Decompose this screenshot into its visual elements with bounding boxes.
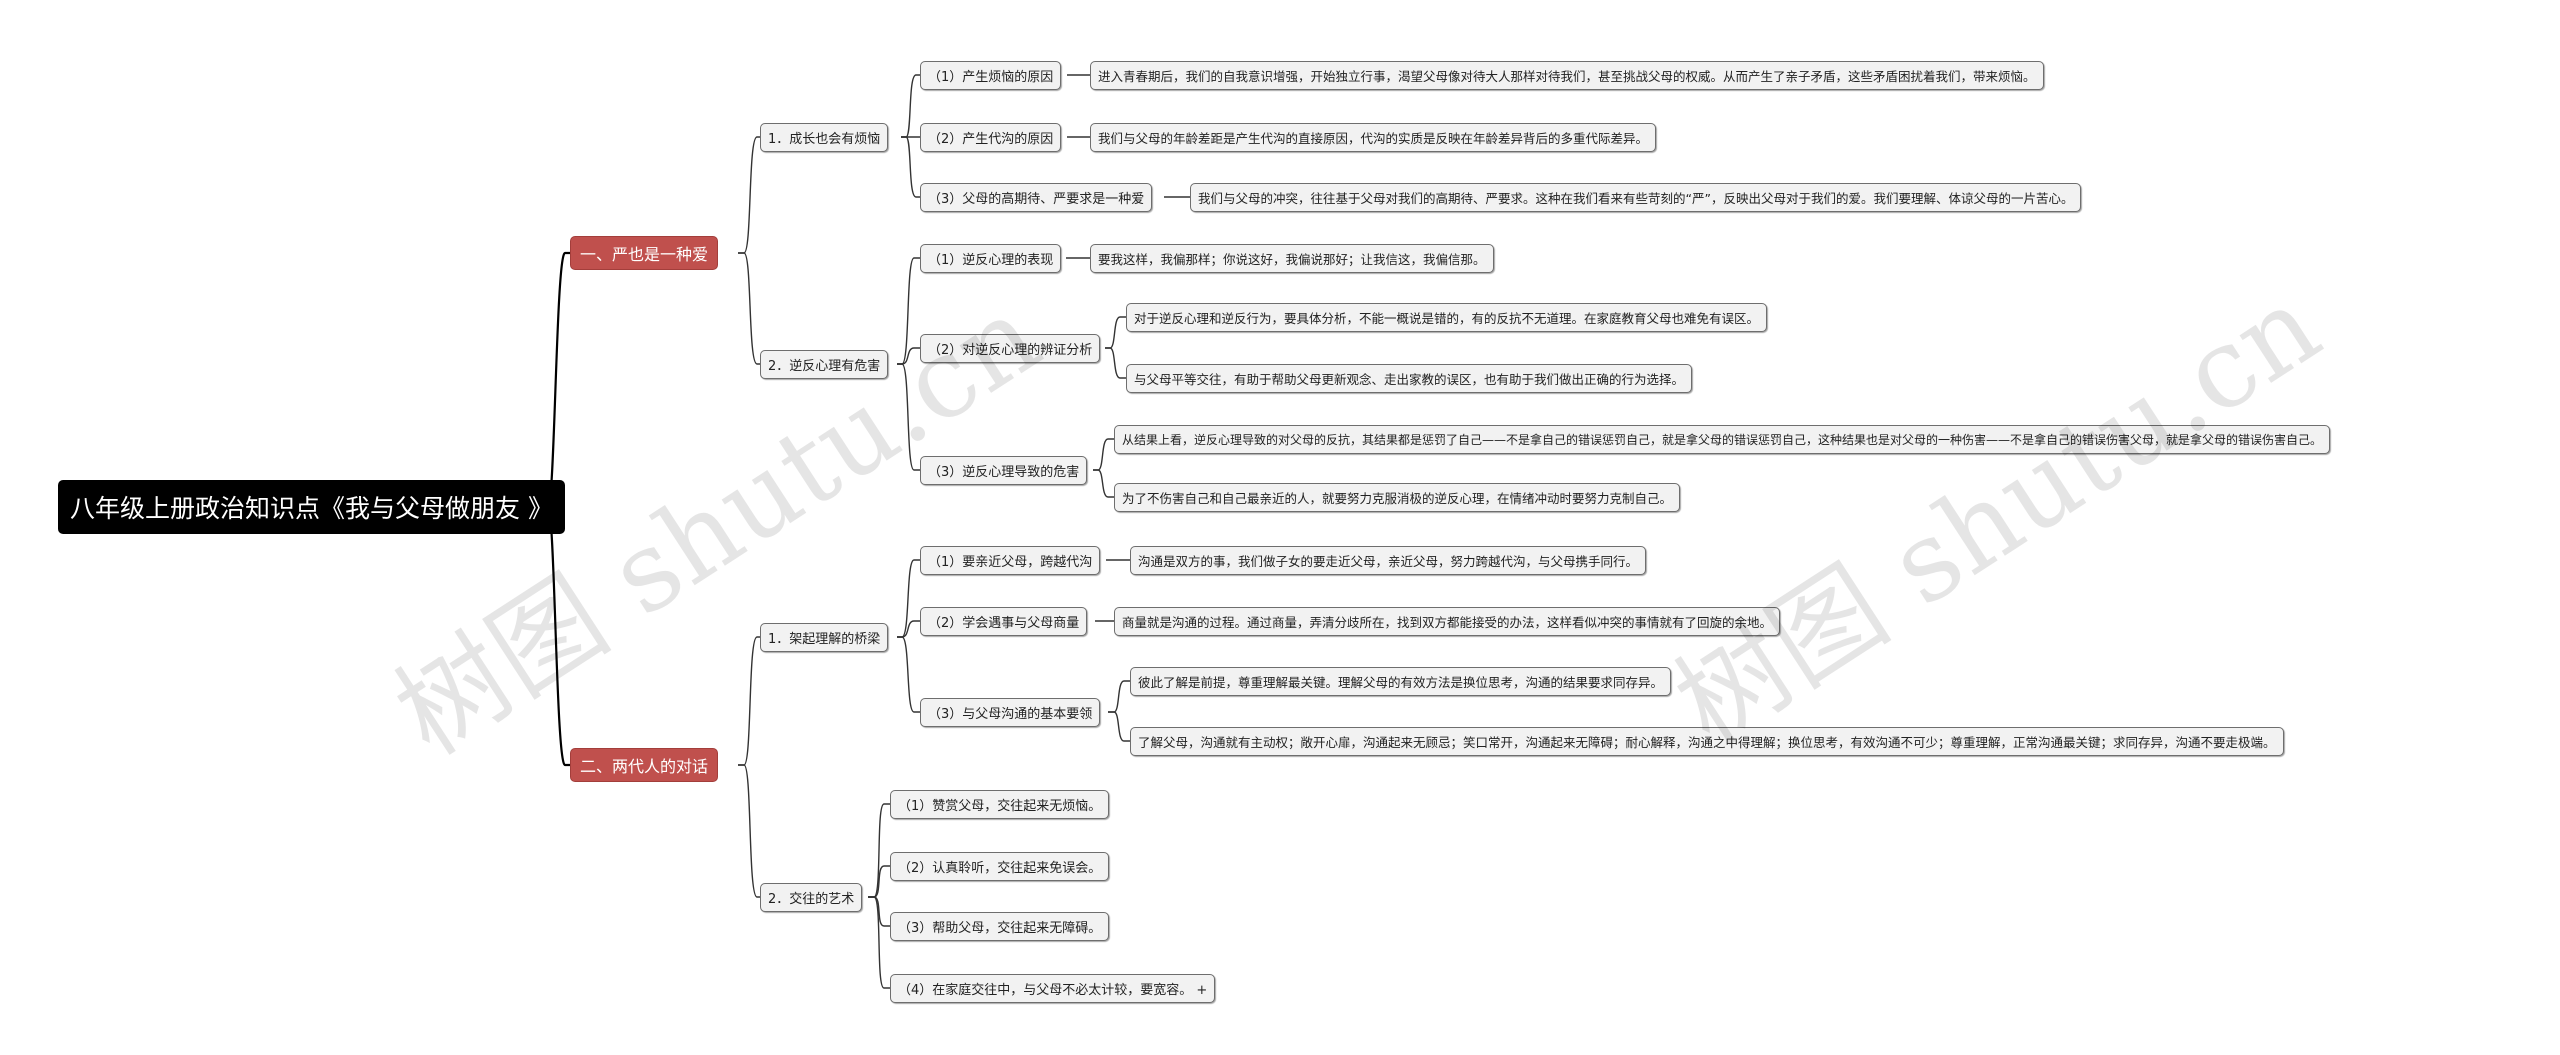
s1-g2-item-1[interactable]: （1）逆反心理的表现 — [920, 244, 1062, 273]
root-topic-label: 八年级上册政治知识点《我与父母做朋友 》 — [70, 494, 553, 523]
s1-g2-item-3-text-2-label: 为了不伤害自己和自己最亲近的人，就要努力克服消极的逆反心理，在情绪冲动时要努力克… — [1122, 491, 1673, 506]
s2-group-2[interactable]: 2．交往的艺术 — [760, 883, 863, 912]
s1-g2-item-2-text-1[interactable]: 对于逆反心理和逆反行为，要具体分析，不能一概说是错的，有的反抗不无道理。在家庭教… — [1126, 303, 1768, 332]
s1-g2-item-1-label: （1）逆反心理的表现 — [928, 253, 1054, 268]
s2-g1-item-2-label: （2）学会遇事与父母商量 — [928, 616, 1080, 631]
s2-g1-item-2-text-label: 商量就是沟通的过程。通过商量，弄清分歧所在，找到双方都能接受的办法，这样看似冲突… — [1122, 615, 1773, 630]
s1-g2-item-3-text-1-label: 从结果上看，逆反心理导致的对父母的反抗，其结果都是惩罚了自己——不是拿自己的错误… — [1122, 433, 2323, 447]
s2-g1-item-3[interactable]: （3）与父母沟通的基本要领 — [920, 698, 1101, 727]
s2-group-1[interactable]: 1．架起理解的桥梁 — [760, 623, 889, 652]
s1-group-1-label: 1．成长也会有烦恼 — [768, 132, 881, 147]
s1-g2-item-2-text-1-label: 对于逆反心理和逆反行为，要具体分析，不能一概说是错的，有的反抗不无道理。在家庭教… — [1134, 311, 1760, 326]
s2-g2-item-2-label: （2）认真聆听，交往起来免误会。 — [898, 861, 1102, 876]
s1-g1-item-2[interactable]: （2）产生代沟的原因 — [920, 123, 1062, 152]
s2-group-1-label: 1．架起理解的桥梁 — [768, 632, 881, 647]
root-topic[interactable]: 八年级上册政治知识点《我与父母做朋友 》 — [58, 480, 565, 534]
s2-g2-item-4-label: （4）在家庭交往中，与父母不必太计较，要宽容。 + — [898, 983, 1208, 998]
s1-g2-item-2[interactable]: （2）对逆反心理的辨证分析 — [920, 334, 1101, 363]
s1-g1-item-1-text-label: 进入青春期后，我们的自我意识增强，开始独立行事，渴望父母像对待大人那样对待我们，… — [1098, 69, 2036, 84]
connector-root-s2 — [546, 505, 570, 767]
s1-g1-item-3-text-label: 我们与父母的冲突，往往基于父母对我们的高期待、严要求。这种在我们看来有些苛刻的“… — [1198, 191, 2074, 206]
s1-g1-item-2-label: （2）产生代沟的原因 — [928, 132, 1054, 147]
s2-g1-item-1-label: （1）要亲近父母，跨越代沟 — [928, 555, 1093, 570]
s2-g1-item-3-text-1[interactable]: 彼此了解是前提，尊重理解最关键。理解父母的有效方法是换位思考，沟通的结果要求同存… — [1130, 667, 1672, 696]
s2-g1-item-3-text-2-label: 了解父母，沟通就有主动权；敞开心扉，沟通起来无顾忌；笑口常开，沟通起来无障碍；耐… — [1138, 735, 2276, 750]
s2-g1-item-3-text-2[interactable]: 了解父母，沟通就有主动权；敞开心扉，沟通起来无顾忌；笑口常开，沟通起来无障碍；耐… — [1130, 727, 2284, 756]
connector-s2-g1 — [738, 636, 760, 766]
section-2-label: 二、两代人的对话 — [580, 757, 709, 776]
s2-g1-item-3-text-1-label: 彼此了解是前提，尊重理解最关键。理解父母的有效方法是换位思考，沟通的结果要求同存… — [1138, 675, 1664, 690]
connector-s1-g1 — [738, 136, 760, 254]
s1-g2-item-1-text-label: 要我这样，我偏那样；你说这好，我偏说那好；让我信这，我偏信那。 — [1098, 252, 1486, 267]
s1-g1-item-2-text[interactable]: 我们与父母的年龄差距是产生代沟的直接原因，代沟的实质是反映在年龄差异背后的多重代… — [1090, 123, 1657, 152]
s2-group-2-label: 2．交往的艺术 — [768, 892, 855, 907]
s1-g2-item-3-text-2[interactable]: 为了不伤害自己和自己最亲近的人，就要努力克服消极的逆反心理，在情绪冲动时要努力克… — [1114, 483, 1681, 512]
s2-g2-item-1[interactable]: （1）赞赏父母，交往起来无烦恼。 — [890, 790, 1110, 819]
s1-g1-item-3-label: （3）父母的高期待、严要求是一种爱 — [928, 192, 1145, 207]
s1-group-2[interactable]: 2．逆反心理有危害 — [760, 350, 889, 379]
s2-g1-item-1[interactable]: （1）要亲近父母，跨越代沟 — [920, 546, 1101, 575]
s1-g1-item-3-text[interactable]: 我们与父母的冲突，往往基于父母对我们的高期待、严要求。这种在我们看来有些苛刻的“… — [1190, 183, 2082, 212]
s1-g2-item-2-label: （2）对逆反心理的辨证分析 — [928, 343, 1093, 358]
s1-group-1[interactable]: 1．成长也会有烦恼 — [760, 123, 889, 152]
s1-g1-item-3[interactable]: （3）父母的高期待、严要求是一种爱 — [920, 183, 1153, 212]
s1-g1-item-1-text[interactable]: 进入青春期后，我们的自我意识增强，开始独立行事，渴望父母像对待大人那样对待我们，… — [1090, 61, 2044, 90]
s1-g1-item-1-label: （1）产生烦恼的原因 — [928, 70, 1054, 85]
s1-g1-item-2-text-label: 我们与父母的年龄差距是产生代沟的直接原因，代沟的实质是反映在年龄差异背后的多重代… — [1098, 131, 1649, 146]
s2-g1-item-3-label: （3）与父母沟通的基本要领 — [928, 707, 1093, 722]
s1-g2-item-2-text-2[interactable]: 与父母平等交往，有助于帮助父母更新观念、走出家教的误区，也有助于我们做出正确的行… — [1126, 364, 1693, 393]
connector-s1-g2 — [738, 252, 760, 365]
s2-g2-item-2[interactable]: （2）认真聆听，交往起来免误会。 — [890, 852, 1110, 881]
s1-group-2-label: 2．逆反心理有危害 — [768, 359, 881, 374]
section-1-label: 一、严也是一种爱 — [580, 245, 709, 264]
s1-g2-item-2-text-2-label: 与父母平等交往，有助于帮助父母更新观念、走出家教的误区，也有助于我们做出正确的行… — [1134, 372, 1685, 387]
s2-g1-item-2[interactable]: （2）学会遇事与父母商量 — [920, 607, 1088, 636]
s2-g1-item-2-text[interactable]: 商量就是沟通的过程。通过商量，弄清分歧所在，找到双方都能接受的办法，这样看似冲突… — [1114, 607, 1781, 636]
s1-g2-item-3-label: （3）逆反心理导致的危害 — [928, 465, 1080, 480]
s1-g2-item-1-text[interactable]: 要我这样，我偏那样；你说这好，我偏说那好；让我信这，我偏信那。 — [1090, 244, 1494, 273]
s2-g2-item-3[interactable]: （3）帮助父母，交往起来无障碍。 — [890, 912, 1110, 941]
s1-g2-item-3[interactable]: （3）逆反心理导致的危害 — [920, 456, 1088, 485]
connector-root-s1 — [546, 251, 570, 509]
connector-s2-g2 — [738, 764, 760, 898]
s1-g2-item-3-text-1[interactable]: 从结果上看，逆反心理导致的对父母的反抗，其结果都是惩罚了自己——不是拿自己的错误… — [1114, 425, 2331, 454]
section-1[interactable]: 一、严也是一种爱 — [570, 236, 719, 270]
s1-g1-item-1[interactable]: （1）产生烦恼的原因 — [920, 61, 1062, 90]
s2-g2-item-3-label: （3）帮助父母，交往起来无障碍。 — [898, 921, 1102, 936]
s2-g2-item-1-label: （1）赞赏父母，交往起来无烦恼。 — [898, 799, 1102, 814]
section-2[interactable]: 二、两代人的对话 — [570, 748, 719, 782]
s2-g2-item-4[interactable]: （4）在家庭交往中，与父母不必太计较，要宽容。 + — [890, 974, 1216, 1003]
s2-g1-item-1-text-label: 沟通是双方的事，我们做子女的要走近父母，亲近父母，努力跨越代沟，与父母携手同行。 — [1138, 554, 1639, 569]
s2-g1-item-1-text[interactable]: 沟通是双方的事，我们做子女的要走近父母，亲近父母，努力跨越代沟，与父母携手同行。 — [1130, 546, 1647, 575]
